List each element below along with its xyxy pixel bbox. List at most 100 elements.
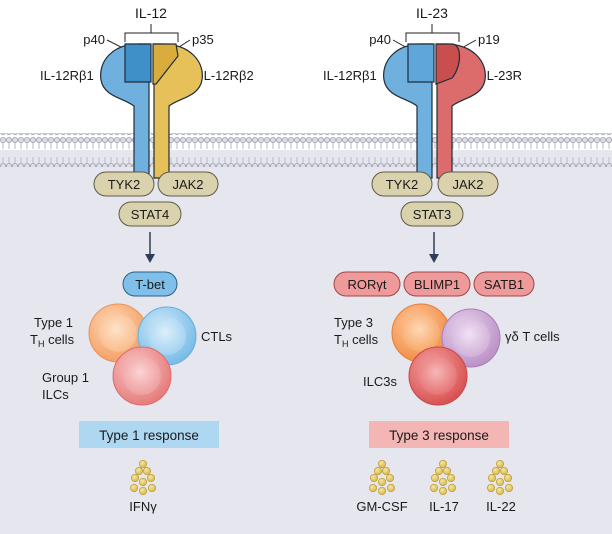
il12rb1-label: IL-12Rβ1 [40, 68, 94, 83]
cytokine-granule [447, 483, 456, 492]
il23-bracket [405, 24, 460, 42]
gamma-delta-t-cell [441, 308, 501, 368]
cytokine-granule [373, 466, 382, 475]
ilc3-label: ILC3s [363, 374, 397, 389]
il23-panel: IL-23 p40 p19 IL-12Rβ1 IL-23R TYK2 JAK2 … [323, 5, 560, 514]
cytokine-granule [386, 483, 395, 492]
cytokine-granule [430, 473, 439, 482]
cytokine-granule [377, 477, 386, 486]
il23r-label: IL-23R [483, 68, 522, 83]
cytokine-granule [495, 477, 504, 486]
tyk2-right-label: TYK2 [386, 177, 419, 192]
il23-arrowhead [429, 254, 439, 263]
rorgt-box [333, 271, 401, 297]
cytokine-granule [438, 477, 447, 486]
il22-granules [486, 459, 513, 495]
cytokine-granule [381, 466, 390, 475]
cytokine-granule [499, 466, 508, 475]
tyk2-label: TYK2 [108, 177, 141, 192]
il12-bracket [124, 24, 179, 42]
jak2-label: JAK2 [172, 177, 203, 192]
jak2-box [157, 171, 219, 197]
ilc3-cell [408, 346, 468, 406]
type1-th-cell [88, 303, 148, 363]
il12-panel: IL-12 p40 p35 IL-12Rβ1 IL-12Rβ2 TYK2 JAK… [30, 5, 254, 514]
ifng-label: IFNγ [129, 499, 157, 514]
ctl-label: CTLs [201, 329, 233, 344]
cytokine-granule [377, 459, 386, 468]
cytokine-granule [130, 483, 139, 492]
jak2-right-label: JAK2 [452, 177, 483, 192]
cytokine-granule [131, 473, 140, 482]
cytokine-granule [503, 473, 512, 482]
tbet-label: T-bet [135, 277, 165, 292]
cytokine-granule [491, 466, 500, 475]
il22-label: IL-22 [486, 499, 516, 514]
gamma-delta-t-label: γδ T cells [505, 329, 560, 344]
blimp1-box [403, 271, 471, 297]
il17-granules [429, 459, 456, 495]
p35-subunit [152, 43, 179, 85]
p35-label: p35 [192, 32, 214, 47]
group1-ilc-label-line2: ILCs [42, 387, 69, 402]
ifng-granules [130, 459, 157, 495]
p40-right-subunit [407, 43, 435, 83]
group1-ilc-cell [112, 346, 172, 406]
il12-label: IL-12 [135, 5, 167, 21]
cytokine-granule [487, 473, 496, 482]
type1-th-label-line1: Type 1 [34, 315, 73, 330]
p40-label: p40 [83, 32, 105, 47]
type1-response-box [79, 421, 219, 448]
type3-response-box [369, 421, 509, 448]
cytokine-granule [139, 486, 148, 495]
cytokine-granule [135, 466, 144, 475]
il12rb2-receptor [153, 43, 203, 179]
cytokine-granule [143, 466, 152, 475]
type3-th-label-line1: Type 3 [334, 315, 373, 330]
stat4-box [118, 201, 182, 227]
group1-ilc-label-line1: Group 1 [42, 370, 89, 385]
p40-subunit [124, 43, 152, 83]
il12rb1-right-label: IL-12Rβ1 [323, 68, 377, 83]
type1-response-label: Type 1 response [99, 428, 199, 443]
cytokine-granule [429, 483, 438, 492]
cytokine-granule [438, 486, 447, 495]
tbet-box [122, 271, 178, 297]
p40-right-label: p40 [369, 32, 391, 47]
cytokine-granule [495, 459, 504, 468]
il12rb2-label: IL-12Rβ2 [200, 68, 254, 83]
blimp1-label: BLIMP1 [414, 277, 460, 292]
satb1-box [473, 271, 535, 297]
cytokine-granule [442, 466, 451, 475]
cytokine-granule [446, 473, 455, 482]
cytokine-granule [148, 483, 157, 492]
cytokine-granule [504, 483, 513, 492]
cytokine-granule [495, 486, 504, 495]
rorgt-label: RORγt [348, 277, 387, 292]
cytokine-granule [147, 473, 156, 482]
cytokine-granule [434, 466, 443, 475]
stat4-label: STAT4 [131, 207, 170, 222]
tyk2-right-box [371, 171, 433, 197]
cytokine-granule [486, 483, 495, 492]
cytokine-granule [139, 477, 148, 486]
cytokine-granule [377, 486, 386, 495]
cell-membrane [0, 133, 612, 167]
type3-response-label: Type 3 response [389, 428, 489, 443]
satb1-label: SATB1 [484, 277, 524, 292]
p19-subunit [435, 43, 461, 85]
cytokine-granule [385, 473, 394, 482]
stat3-box [400, 201, 464, 227]
jak2-right-box [437, 171, 499, 197]
stat3-label: STAT3 [413, 207, 452, 222]
type1-th-label-line2: TH cells [30, 332, 75, 349]
cytokine-granule [369, 473, 378, 482]
il23-label: IL-23 [416, 5, 448, 21]
type3-th-label-line2: TH cells [334, 332, 379, 349]
tyk2-box [93, 171, 155, 197]
cytokine-granule [438, 459, 447, 468]
il12-arrowhead [145, 254, 155, 263]
cytokine-granule [139, 459, 148, 468]
p19-label: p19 [478, 32, 500, 47]
